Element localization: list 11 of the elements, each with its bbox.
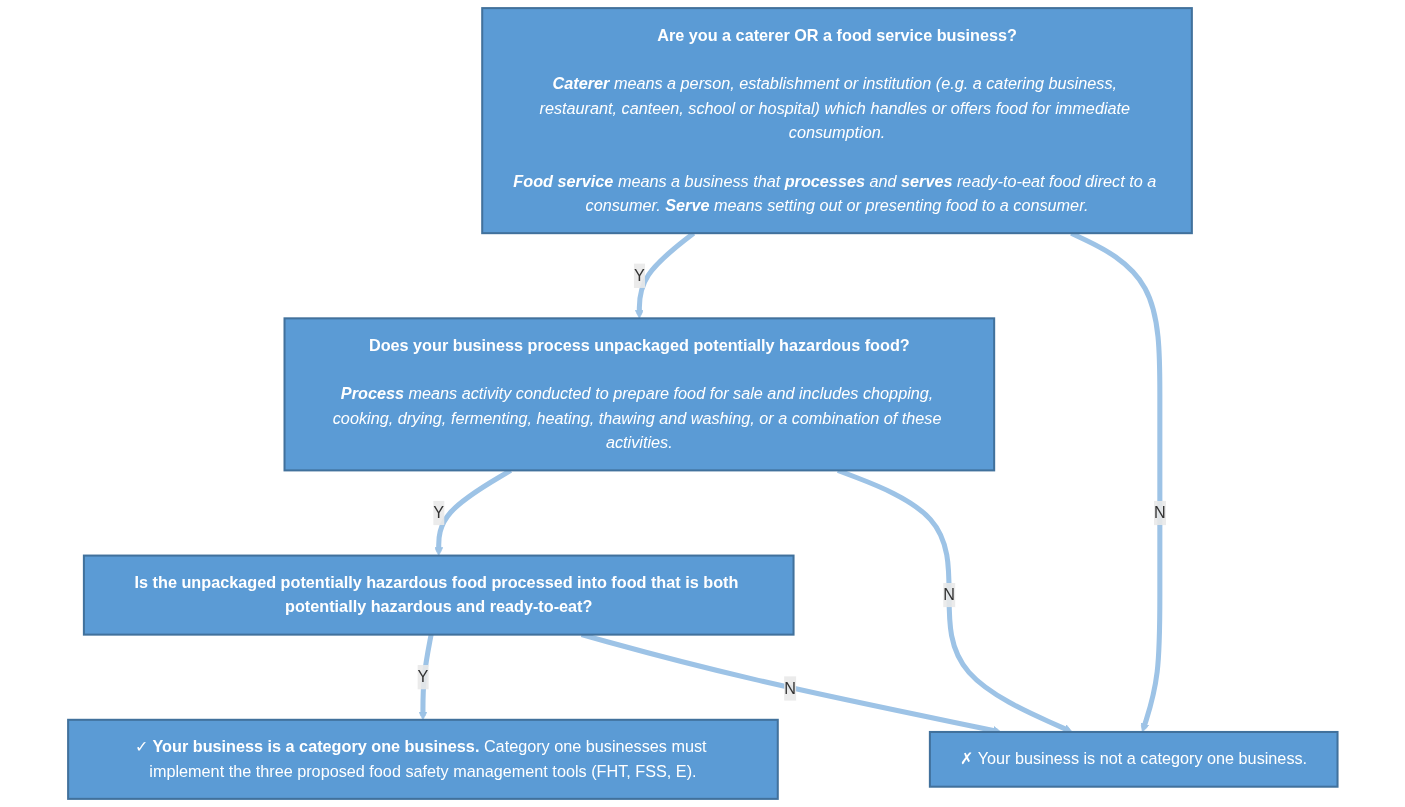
node-box: ✗ Your business is not a category one business. <box>928 730 1339 788</box>
edge-label: N <box>1153 503 1166 522</box>
node-box: Are you a caterer OR a food service business? Caterer means a person, establishment or institution (e.g. a catering business, restaurant, canteen, school or hospital) which handles or offers food for immediate consumption. Food service means a business that processes and serves ready-to-eat food direct to a consumer. Serve means setting out or presenting food to a consumer. <box>480 7 1193 235</box>
edge-label: N <box>942 585 955 604</box>
edge-label: Y <box>633 266 645 284</box>
edge-label: N <box>783 679 796 697</box>
edge-label: Y <box>432 503 444 522</box>
node-box: Is the unpackaged potentially hazardous food processed into food that is both potentially hazardous and ready-to-eat? <box>82 554 795 636</box>
edge-label: Y <box>417 668 429 686</box>
node-box: Does your business process unpackaged potentially hazardous food? Process means activity conducted to prepare food for sale and includes chopping, cooking, drying, fermenting, heating, thawing and washing, or a combination of these activities. <box>283 317 995 472</box>
node-box: ✓ Your business is a category one business. Category one businesses must implement the three proposed food safety management tools (FHT, FSS, E). <box>66 718 779 800</box>
